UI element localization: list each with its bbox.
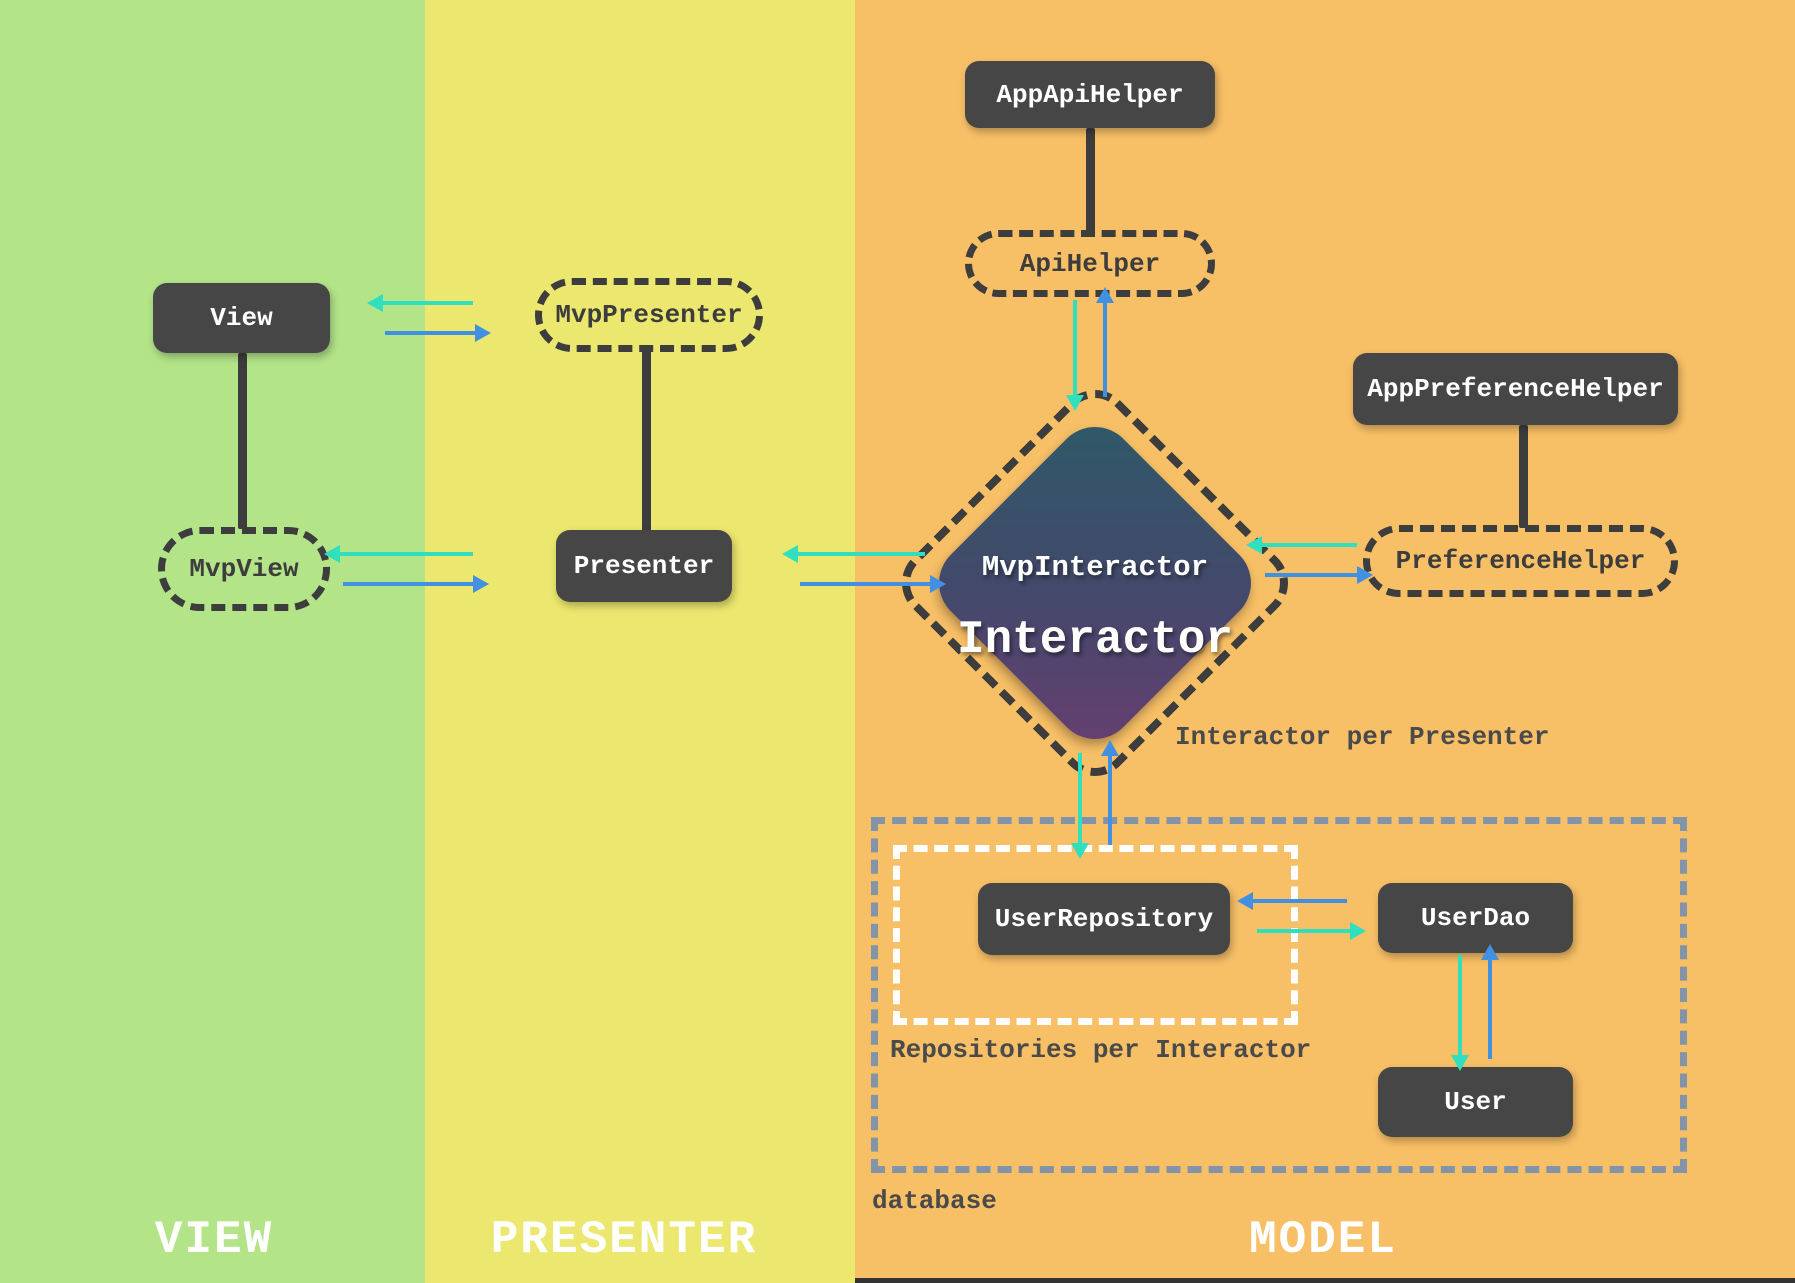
node-apppreferencehelper-label: AppPreferenceHelper — [1367, 374, 1664, 404]
node-apppreferencehelper: AppPreferenceHelper — [1353, 353, 1678, 425]
node-preferencehelper-label: PreferenceHelper — [1395, 546, 1646, 576]
node-apihelper-label: ApiHelper — [1019, 248, 1161, 279]
arrow-mvppresenter-to-view — [367, 294, 473, 312]
connector-mvppresenter-presenter — [642, 350, 651, 532]
connector-view-mvpview — [238, 353, 247, 529]
node-appapihelper: AppApiHelper — [965, 61, 1215, 128]
node-interactor-sublabel: MvpInteractor — [981, 551, 1209, 584]
arrow-preferencehelper-to-interactor — [1246, 536, 1357, 554]
column-label-presenter: PRESENTER — [490, 1214, 758, 1266]
connector-apppreferencehelper-preferencehelper — [1519, 425, 1528, 528]
node-user-label: User — [1444, 1087, 1507, 1117]
node-appapihelper-label: AppApiHelper — [996, 79, 1184, 110]
arrow-interactor-to-repository — [1071, 753, 1089, 859]
connector-appapihelper-apihelper — [1086, 128, 1095, 233]
node-user: User — [1378, 1067, 1573, 1137]
node-presenter: Presenter — [556, 530, 732, 602]
annotation-interactor-per-presenter: Interactor per Presenter — [1175, 722, 1550, 752]
annotation-repositories-per-interactor: Repositories per Interactor — [890, 1035, 1312, 1065]
database-group-frame — [871, 817, 1687, 1173]
node-mvpview: MvpView — [158, 527, 330, 611]
node-interactor-label: Interactor — [956, 614, 1234, 666]
node-userrepository-label: UserRepository — [994, 904, 1214, 934]
node-view-label: View — [210, 303, 273, 333]
node-mvppresenter-label: MvpPresenter — [555, 300, 743, 330]
arrow-userdao-to-user — [1451, 955, 1469, 1071]
presenter-column-background — [425, 0, 855, 1283]
node-mvpview-label: MvpView — [189, 554, 299, 584]
node-userdao: UserDao — [1378, 883, 1573, 953]
arrow-user-to-userdao — [1481, 944, 1499, 1059]
arrow-mvpview-to-presenter — [343, 575, 489, 593]
node-userrepository: UserRepository — [978, 883, 1230, 955]
arrow-interactor-to-presenter — [782, 545, 925, 563]
node-apihelper: ApiHelper — [965, 230, 1215, 297]
column-label-model: MODEL — [1248, 1214, 1398, 1266]
node-mvppresenter: MvpPresenter — [535, 278, 763, 352]
arrow-interactor-to-apihelper — [1096, 287, 1114, 397]
annotation-database: database — [872, 1186, 997, 1216]
arrow-interactor-to-preferencehelper — [1265, 566, 1373, 584]
arrow-view-to-mvppresenter — [385, 324, 491, 342]
repositories-group-frame — [893, 845, 1298, 1025]
arrow-apihelper-to-interactor — [1066, 300, 1084, 411]
bottom-edge-strip — [855, 1278, 1795, 1283]
arrow-presenter-to-mvpview — [324, 545, 473, 563]
arrow-presenter-to-interactor — [800, 575, 946, 593]
column-label-view: VIEW — [154, 1214, 274, 1266]
node-preferencehelper: PreferenceHelper — [1363, 525, 1678, 597]
node-userdao-label: UserDao — [1420, 903, 1531, 933]
arrow-repository-to-interactor — [1101, 740, 1119, 845]
arrow-userrepository-to-userdao — [1257, 922, 1366, 940]
arrow-userdao-to-userrepository — [1237, 892, 1347, 910]
node-presenter-label: Presenter — [573, 551, 715, 581]
node-view: View — [153, 283, 330, 353]
view-column-background — [0, 0, 425, 1283]
